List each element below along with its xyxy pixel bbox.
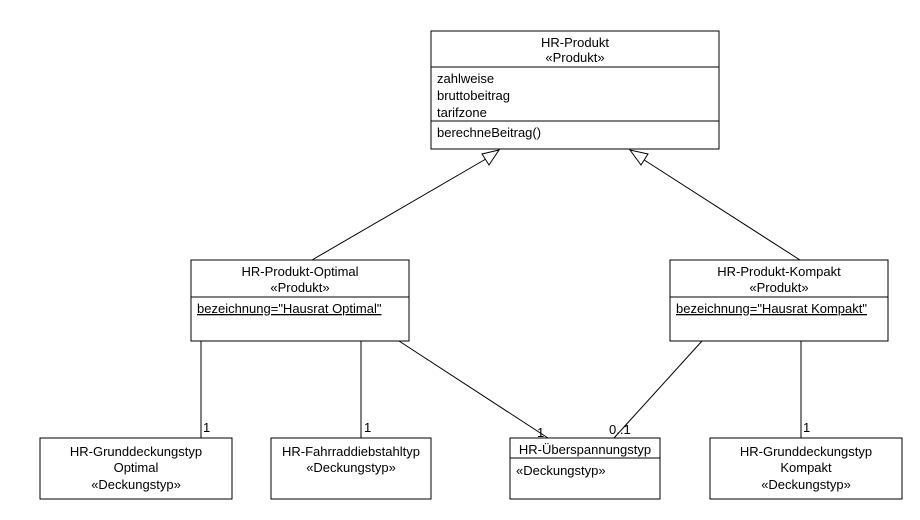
class-name: HR-Überspannungstyp (519, 442, 651, 457)
class-stereotype: «Produkt» (270, 280, 329, 295)
class-attribute: tarifzone (437, 105, 487, 120)
class-hr-produkt-kompakt: HR-Produkt-Kompakt «Produkt» bezeichnung… (669, 259, 889, 342)
association-optimal-ueberspannung (398, 340, 549, 439)
class-hr-ueberspannungstyp: HR-Überspannungstyp «Deckungstyp» (509, 437, 661, 500)
class-name-line: Optimal (114, 460, 159, 475)
class-stereotype: «Deckungstyp» (761, 477, 851, 492)
class-name: HR-Produkt-Kompakt (717, 264, 841, 279)
class-stereotype: «Deckungstyp» (516, 463, 606, 478)
class-operation: berechneBeitrag() (437, 125, 541, 140)
class-attribute: bezeichnung="Hausrat Kompakt" (676, 301, 867, 316)
class-stereotype: «Deckungstyp» (306, 460, 396, 475)
multiplicity-label: 1 (364, 420, 371, 435)
class-stereotype: «Produkt» (749, 280, 808, 295)
class-name: HR-Produkt-Optimal (241, 264, 358, 279)
class-hr-produkt: HR-Produkt «Produkt» zahlweise bruttobei… (430, 30, 720, 150)
association-kompakt-ueberspannung (613, 340, 703, 439)
class-stereotype: «Produkt» (545, 50, 604, 65)
class-name: HR-Produkt (541, 35, 609, 50)
class-attribute: bezeichnung="Hausrat Optimal" (197, 301, 382, 316)
class-attribute: zahlweise (437, 71, 494, 86)
multiplicity-label: 1 (803, 420, 810, 435)
class-name: HR-Grunddeckungstyp (70, 444, 202, 459)
generalization-kompakt (637, 155, 801, 261)
multiplicity-label: 1 (537, 425, 544, 440)
class-attribute: bruttobeitrag (437, 88, 510, 103)
class-name-line: Kompakt (780, 460, 832, 475)
multiplicity-label: 0..1 (609, 422, 631, 437)
class-name: HR-Grunddeckungstyp (740, 444, 872, 459)
multiplicity-label: 1 (203, 420, 210, 435)
generalization-arrowhead-kompakt (628, 149, 649, 166)
class-hr-grunddeckungstyp-optimal: HR-Grunddeckungstyp Optimal «Deckungstyp… (39, 437, 233, 500)
class-hr-fahrraddiebstahltyp: HR-Fahrraddiebstahltyp «Deckungstyp» (270, 437, 432, 500)
generalization-arrowhead-optimal (481, 149, 501, 166)
generalization-optimal (311, 155, 492, 261)
class-name: HR-Fahrraddiebstahltyp (282, 444, 420, 459)
class-stereotype: «Deckungstyp» (91, 477, 181, 492)
class-hr-grunddeckungstyp-kompakt: HR-Grunddeckungstyp Kompakt «Deckungstyp… (709, 437, 903, 500)
class-hr-produkt-optimal: HR-Produkt-Optimal «Produkt» bezeichnung… (190, 259, 410, 342)
